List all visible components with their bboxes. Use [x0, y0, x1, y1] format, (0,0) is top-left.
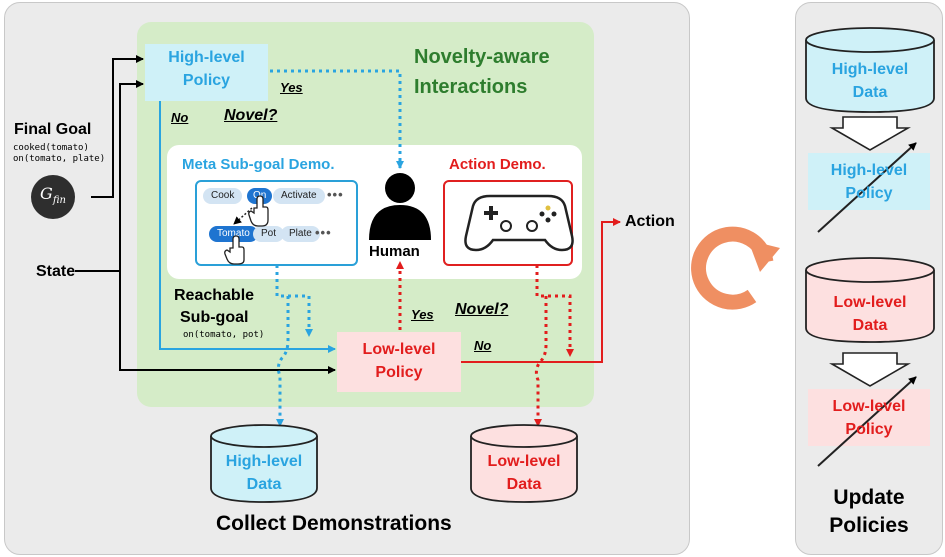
more-dots-row1: •••	[327, 187, 344, 202]
ll-policy-line2: Policy	[375, 364, 423, 381]
update-caption-line2: Policies	[829, 514, 909, 537]
high-level-policy-box: High-level Policy	[145, 44, 268, 101]
state-label: State	[36, 263, 76, 280]
yes-top-label: Yes	[280, 80, 303, 95]
hl-data-dotted-arrow	[276, 296, 290, 427]
update-caption-line1: Update	[833, 486, 905, 509]
hl-yes-dotted-arrow	[270, 69, 404, 169]
novelty-title-line2: Interactions	[414, 76, 528, 98]
hollow-down-arrow-icon	[829, 116, 911, 151]
more-dots-row2: •••	[315, 225, 332, 240]
hl-no-arrow	[159, 101, 336, 353]
novel-top-label: Novel?	[224, 107, 278, 124]
low-level-policy-box: Low-level Policy	[337, 332, 461, 392]
selection-pointer-arrow	[233, 207, 253, 225]
chip-pot: Pot	[253, 226, 285, 242]
hl-policy-line2: Policy	[182, 72, 231, 89]
update-hl-data-cylinder-icon	[805, 27, 935, 113]
update-hl-policy-box	[808, 153, 930, 210]
goal-symbol-sub: fin	[52, 195, 66, 207]
input-arrows	[75, 55, 336, 374]
update-ll-policy-line2: Policy	[845, 421, 893, 438]
hl-data-cylinder-icon	[210, 424, 318, 503]
chip-plate: Plate	[281, 226, 320, 242]
update-hl-data-line2: Data	[852, 84, 888, 101]
action-output-arrow	[461, 218, 621, 363]
update-hl-policy-line2: Policy	[845, 185, 893, 202]
hl-policy-line1: High-level	[168, 49, 245, 66]
reachable-line1: Reachable	[174, 287, 255, 304]
update-ll-policy-line1: Low-level	[832, 398, 906, 415]
action-label: Action	[625, 213, 675, 230]
meta-demo-title: Meta Sub-goal Demo.	[182, 156, 335, 173]
update-ll-data-line1: Low-level	[833, 294, 907, 311]
goal-symbol-icon	[31, 175, 75, 219]
final-goal-label: Final Goal	[14, 121, 92, 138]
action-demo-dotted-arrow	[535, 265, 574, 357]
update-ll-data-cylinder-icon	[805, 257, 935, 343]
collect-caption: Collect Demonstrations	[216, 512, 452, 535]
cycle-arrow-icon	[691, 226, 780, 310]
human-label: Human	[369, 243, 420, 260]
ll-policy-line1: Low-level	[362, 341, 436, 358]
cursor-hand-icon	[224, 195, 269, 265]
chip-activate: Activate	[273, 188, 325, 204]
final-goal-line1: cooked(tomato)	[13, 143, 89, 153]
novel-bottom-label: Novel?	[455, 301, 509, 318]
update-ll-improve-arrow	[817, 376, 917, 467]
update-hl-improve-arrow	[817, 142, 917, 233]
action-demo-title: Action Demo.	[449, 156, 546, 173]
hl-data-line1: High-level	[225, 453, 303, 470]
ll-data-line1: Low-level	[487, 453, 561, 470]
human-icon	[369, 173, 431, 240]
update-hl-policy-line1: High-level	[830, 162, 908, 179]
gamepad-icon	[464, 194, 574, 252]
goal-symbol-letter: G	[40, 184, 53, 203]
update-ll-data-line2: Data	[852, 317, 888, 334]
no-bottom-label: No	[474, 338, 492, 353]
ll-data-line2: Data	[506, 476, 542, 493]
novelty-title-line1: Novelty-aware	[414, 46, 550, 68]
goal-symbol: Gfin	[31, 184, 75, 206]
yes-bottom-label: Yes	[411, 307, 434, 322]
ll-data-cylinder-icon	[470, 424, 578, 503]
final-goal-line2: on(tomato, plate)	[13, 154, 106, 164]
meta-subgoal-demo-box: Cook On Activate ••• Tomato Pot Plate ••…	[195, 180, 358, 266]
reachable-value: on(tomato, pot)	[183, 330, 265, 340]
hl-data-line2: Data	[246, 476, 282, 493]
chip-tomato: Tomato	[209, 226, 258, 242]
reachable-line2: Sub-goal	[180, 309, 249, 326]
meta-demo-dotted-arrow	[275, 265, 313, 337]
update-ll-policy-box	[808, 389, 930, 446]
hollow-down-arrow-icon-2	[829, 352, 911, 387]
update-hl-data-line1: High-level	[831, 61, 909, 78]
chip-cook: Cook	[203, 188, 243, 204]
no-top-label: No	[171, 110, 189, 125]
